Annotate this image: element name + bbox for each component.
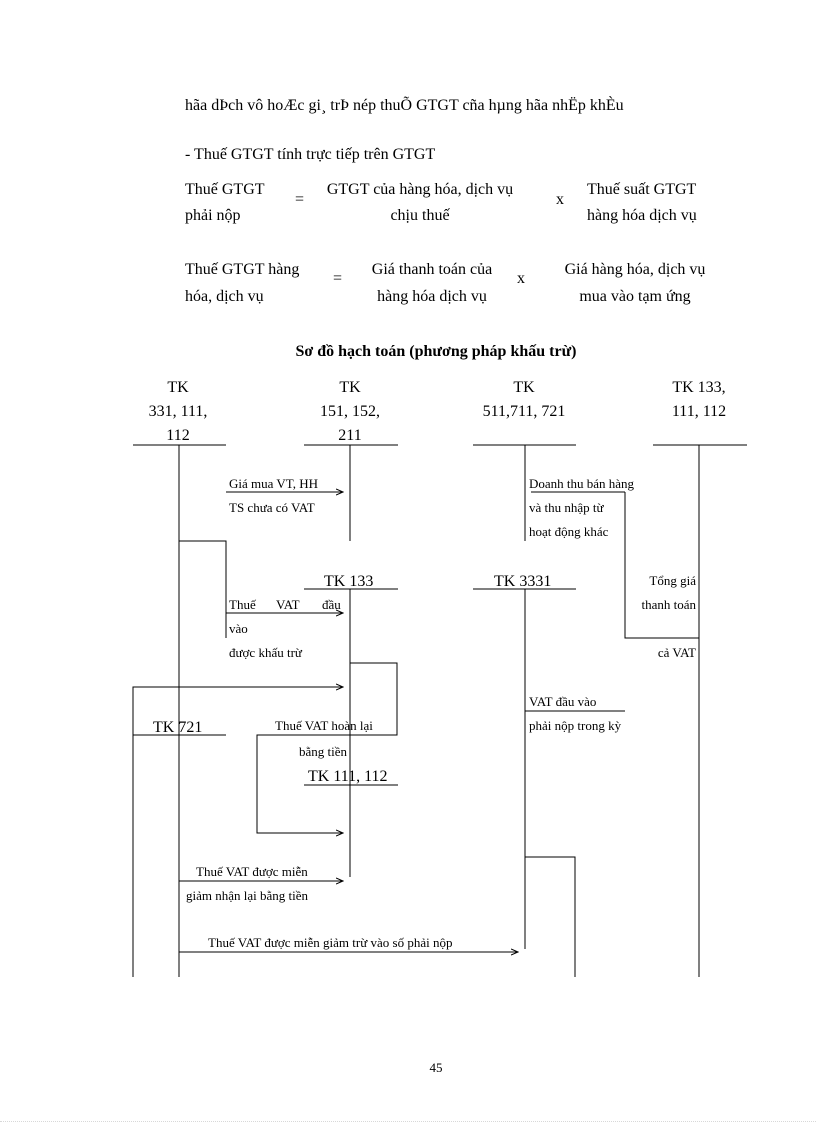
label-gia-mua-1: Giá mua VT, HH — [229, 476, 319, 491]
label-mien-giam-tru: Thuế VAT được miễn giảm trừ vào số phải … — [208, 935, 453, 950]
label-vao-word: vào — [229, 621, 248, 636]
garbled-text-line: hãa dÞch vô hoÆc gi¸ trÞ nép thuÕ GTGT c… — [185, 97, 624, 114]
account-331-label-1: TK — [167, 379, 189, 396]
tk133-label: TK 133 — [324, 573, 374, 590]
label-vat-dau-vao-1: VAT đầu vào — [529, 694, 597, 709]
account-331-label-2: 331, 111, — [148, 403, 208, 420]
formula1-multiply: x — [556, 191, 564, 208]
account-151-label-1: TK — [339, 379, 361, 396]
account-511-label-1: TK — [513, 379, 535, 396]
label-vat-word: VAT — [276, 597, 300, 612]
formula2-rhs-line1: Giá hàng hóa, dịch vụ — [564, 261, 706, 278]
label-thue-word: Thuế — [229, 597, 256, 612]
label-tong-gia-3: cả VAT — [657, 645, 696, 660]
formula2-equals: = — [333, 270, 343, 287]
branch-331 — [179, 540, 227, 638]
formula1-lhs-line2: phải nộp — [185, 207, 241, 224]
tk111-112-label: TK 111, 112 — [308, 768, 388, 785]
tk721-label: TK 721 — [153, 719, 203, 736]
label-duoc-khau-tru: được khấu trừ — [229, 645, 302, 660]
subheading: - Thuế GTGT tính trực tiếp trên GTGT — [185, 146, 436, 163]
label-hoan-lai-1: Thuế VAT hoàn lại — [275, 718, 373, 733]
formula2-multiply: x — [517, 270, 525, 287]
formula2-rhs-line2: mua vào tạm ứng — [579, 288, 691, 305]
label-gia-mua-2: TS chưa có VAT — [229, 500, 315, 515]
label-mien-giam-nhan-1: Thuế VAT được miễn — [196, 864, 308, 879]
page-bottom-border — [0, 1121, 816, 1122]
label-mien-giam-nhan-2: giảm nhận lại bằng tiền — [186, 888, 309, 903]
formula1-mid-line2: chịu thuế — [390, 207, 450, 224]
account-151-label-3: 211 — [338, 427, 362, 444]
diagram-title: Sơ đồ hạch toán (phương pháp khấu trừ) — [295, 343, 577, 360]
formula1-mid-line1: GTGT của hàng hóa, dịch vụ — [326, 181, 514, 198]
account-133-label-1: TK 133, — [672, 379, 726, 396]
formula2-lhs-line2: hóa, dịch vụ — [185, 288, 264, 305]
arrow-hoan-lai — [256, 662, 398, 833]
account-133-label-2: 111, 112 — [671, 403, 727, 420]
formula2-mid-line2: hàng hóa dịch vụ — [377, 288, 487, 305]
account-511-label-2: 511,711, 721 — [482, 403, 566, 420]
label-vat-dau-vao-2: phải nộp trong kỳ — [529, 718, 622, 733]
formula2-mid-line1: Giá thanh toán của — [371, 261, 493, 278]
account-331-label-3: 112 — [166, 427, 190, 444]
formula1-rhs-line1: Thuế suất GTGT — [587, 181, 697, 198]
formula1-lhs-line1: Thuế GTGT — [185, 181, 265, 198]
label-hoan-lai-2: bằng tiền — [299, 744, 348, 759]
formula2-lhs-line1: Thuế GTGT hàng — [185, 261, 300, 278]
formula1-rhs-line2: hàng hóa dịch vụ — [587, 207, 697, 224]
page-number: 45 — [429, 1060, 443, 1075]
label-doanh-thu-3: hoạt động khác — [529, 524, 609, 539]
label-dau-word: đầu — [322, 597, 341, 612]
tong-gia-branch — [624, 492, 699, 639]
formula1-equals: = — [295, 191, 305, 208]
tk3331-branch — [525, 856, 576, 977]
account-151-label-2: 151, 152, — [320, 403, 380, 420]
label-tong-gia-2: thanh toán — [641, 597, 696, 612]
label-doanh-thu-1: Doanh thu bán hàng — [529, 476, 635, 491]
arrow-tk721 — [132, 687, 343, 977]
label-doanh-thu-2: và thu nhập từ — [529, 500, 604, 515]
tk3331-label: TK 3331 — [494, 573, 552, 590]
label-tong-gia-1: Tổng giá — [649, 573, 696, 588]
